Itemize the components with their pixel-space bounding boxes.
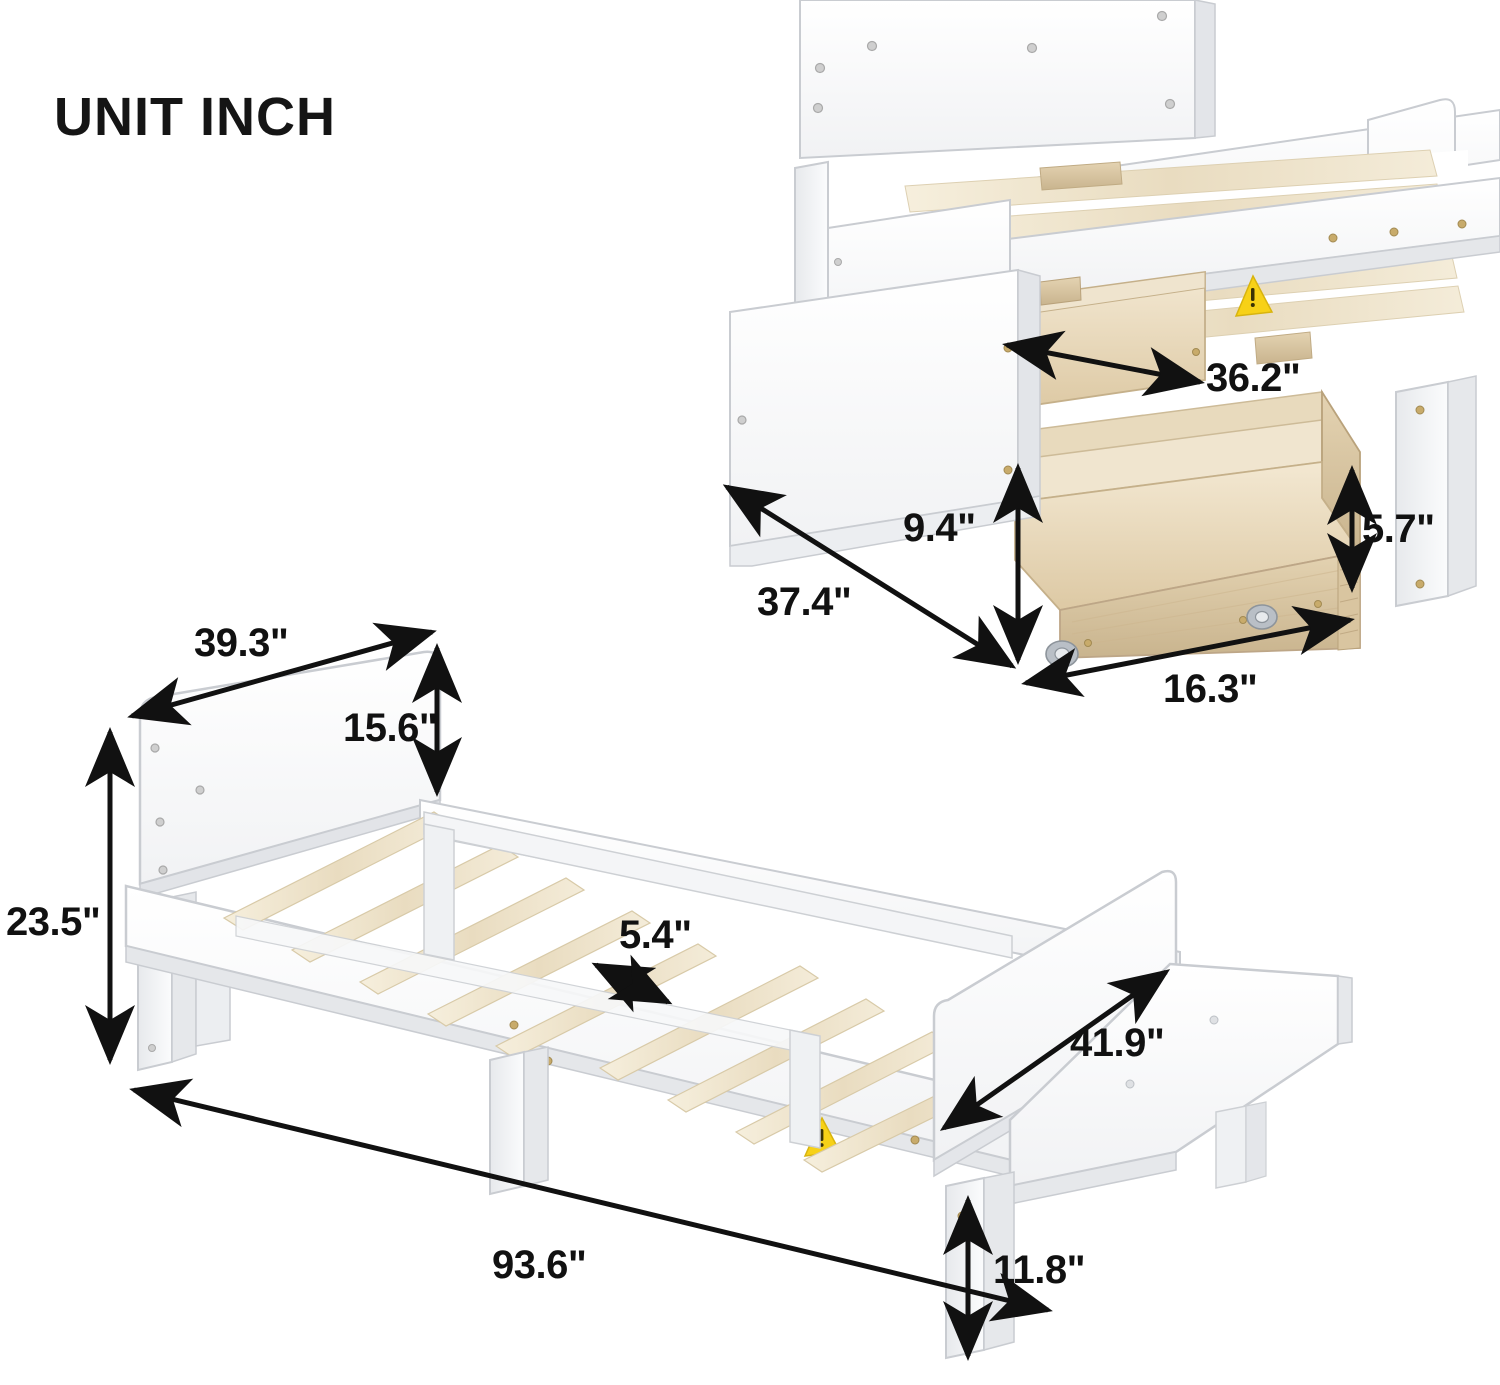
dimline-5-4 — [591, 954, 673, 1013]
dimension-label-drawer-front-height: 9.4" — [903, 506, 976, 550]
dimline-36-2 — [1002, 330, 1205, 397]
dimension-label-drawer-front-width: 37.4" — [757, 580, 852, 624]
dimension-label-floor-clearance: 11.8" — [993, 1248, 1086, 1292]
dimension-label-slat-gap: 5.4" — [619, 913, 692, 957]
screw-icon — [910, 1135, 920, 1145]
dimline-39-3 — [127, 622, 437, 726]
drawer-detail-diagram — [722, 0, 1500, 698]
dimline-16-3 — [1021, 605, 1355, 698]
screw-icon — [866, 40, 878, 52]
headboard-panel — [138, 650, 442, 899]
bed-leg-right — [1395, 375, 1477, 608]
shelf-leg — [1215, 1105, 1247, 1189]
center-support-leg — [423, 823, 455, 961]
dimension-label-drawer-box-height: 5.7" — [1362, 507, 1435, 551]
screw-icon — [1239, 616, 1247, 624]
dimension-label-headboard-height: 15.6" — [343, 706, 438, 750]
caster-wheel-icon — [1246, 604, 1278, 630]
dimension-label-overall-length: 93.6" — [492, 1243, 587, 1287]
screw-icon — [1192, 348, 1200, 356]
bed-leg-mid — [489, 1046, 549, 1196]
screw-icon — [1125, 1079, 1135, 1089]
page-title: UNIT INCH — [54, 87, 336, 147]
screw-icon — [957, 1329, 967, 1339]
center-support — [423, 811, 1013, 959]
screw-icon — [957, 1211, 967, 1221]
screw-icon — [1314, 600, 1322, 608]
screw-icon — [1084, 639, 1092, 647]
headboard-panel — [799, 0, 1216, 160]
dimension-label-headboard-width: 39.3" — [194, 621, 289, 665]
dimension-label-footboard-shelf-width: 41.9" — [1070, 1021, 1165, 1065]
screw-icon — [812, 102, 824, 114]
screw-icon — [1457, 219, 1467, 229]
screw-icon — [1003, 465, 1013, 475]
caster-wheel-icon — [1045, 640, 1079, 668]
screw-icon — [155, 817, 165, 827]
dimension-lines-bed — [85, 622, 1171, 1361]
screw-icon — [1328, 233, 1338, 243]
screw-icon — [1026, 42, 1038, 54]
dimension-label-drawer-inner-length: 36.2" — [1206, 356, 1301, 400]
screw-icon — [148, 1044, 156, 1052]
dimension-label-drawer-depth: 16.3" — [1163, 667, 1258, 711]
screw-icon — [1389, 227, 1399, 237]
dimline-93-6 — [129, 1078, 1053, 1322]
warning-sticker-icon — [1234, 274, 1274, 317]
dimension-label-overall-height: 23.5" — [6, 900, 101, 944]
screw-icon — [737, 415, 747, 425]
screw-icon — [814, 62, 826, 74]
screw-icon — [1415, 405, 1425, 415]
dimline-37-4 — [722, 484, 1017, 669]
center-support-leg — [789, 1029, 821, 1149]
screw-icon — [150, 743, 160, 753]
screw-icon — [834, 258, 842, 266]
screw-icon — [158, 865, 168, 875]
screw-icon — [509, 1020, 519, 1030]
bed-overview-diagram — [85, 622, 1353, 1361]
shelf-leg — [1245, 1101, 1267, 1183]
screw-icon — [195, 785, 205, 795]
screw-icon — [1164, 98, 1176, 110]
screw-icon — [1415, 579, 1425, 589]
dimension-lines-drawer — [722, 330, 1377, 698]
screw-icon — [1156, 10, 1168, 22]
screw-icon — [1209, 1015, 1219, 1025]
